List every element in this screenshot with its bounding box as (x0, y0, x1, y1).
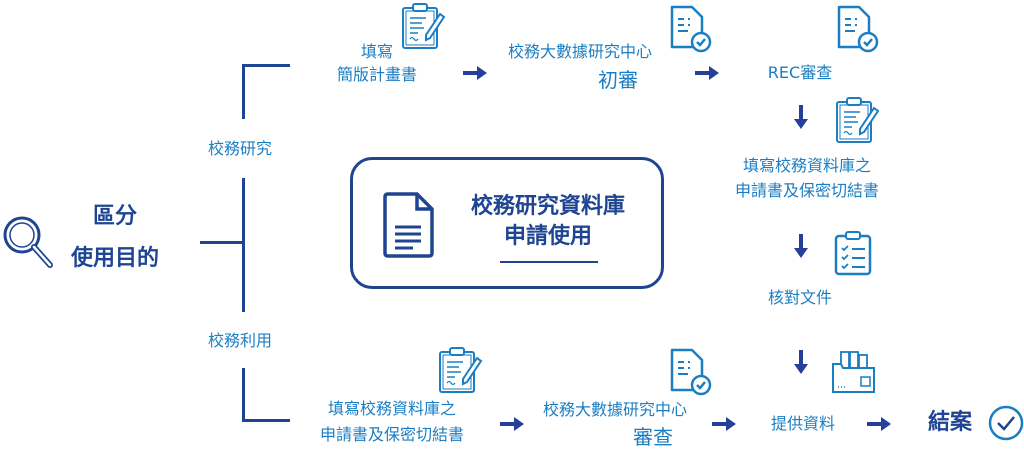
title-underline (500, 261, 598, 263)
arrow-right-icon (463, 66, 487, 80)
clipboard-pen-icon (439, 347, 482, 393)
research-step2-line1: 校務大數據研究中心 (507, 42, 652, 61)
center-box (350, 157, 664, 289)
connector-line (242, 368, 245, 422)
end-label: 結案 (927, 410, 972, 435)
util-step1-line1: 填寫校務資料庫之 (327, 399, 456, 418)
folder-files-icon (832, 351, 875, 393)
util-step1-line2: 申請書及保密切結書 (319, 425, 464, 444)
document-icon (383, 192, 434, 258)
connector-line (242, 419, 290, 422)
util-step3-label: 提供資料 (770, 414, 835, 433)
checklist-icon (834, 231, 872, 276)
clipboard-pen-icon (836, 97, 879, 143)
research-step5-label: 核對文件 (767, 288, 832, 307)
research-step1-line1: 填寫 (360, 42, 393, 61)
arrow-down-icon (794, 234, 808, 258)
research-step1-line2: 簡版計畫書 (336, 65, 417, 84)
util-step2-line1: 校務大數據研究中心 (542, 400, 687, 419)
center-title-line2: 申請使用 (503, 224, 592, 249)
check-circle-icon (988, 405, 1024, 441)
arrow-right-icon (712, 417, 736, 431)
document-check-icon (837, 5, 879, 53)
connector-line (242, 64, 245, 119)
branch-utilization: 校務利用 (207, 331, 272, 350)
arrow-right-icon (695, 66, 719, 80)
document-check-icon (670, 5, 712, 53)
arrow-down-icon (794, 350, 808, 374)
branch-research: 校務研究 (207, 139, 272, 158)
util-step2-line2: 審查 (633, 425, 673, 449)
connector-line (200, 241, 244, 244)
center-title-line1: 校務研究資料庫 (470, 194, 625, 219)
arrow-right-icon (867, 417, 891, 431)
arrow-right-icon (500, 417, 524, 431)
magnifier-icon (3, 216, 53, 268)
research-step2-line2: 初審 (598, 68, 638, 92)
research-step3-label: REC審查 (767, 63, 833, 82)
connector-line (242, 178, 245, 312)
document-check-icon (670, 348, 712, 396)
arrow-down-icon (794, 105, 808, 129)
purpose-line2: 使用目的 (70, 246, 159, 271)
purpose-line1: 區分 (92, 204, 137, 229)
research-step4-line1: 填寫校務資料庫之 (742, 156, 871, 175)
research-step4-line2: 申請書及保密切結書 (734, 181, 879, 200)
connector-line (242, 64, 290, 67)
